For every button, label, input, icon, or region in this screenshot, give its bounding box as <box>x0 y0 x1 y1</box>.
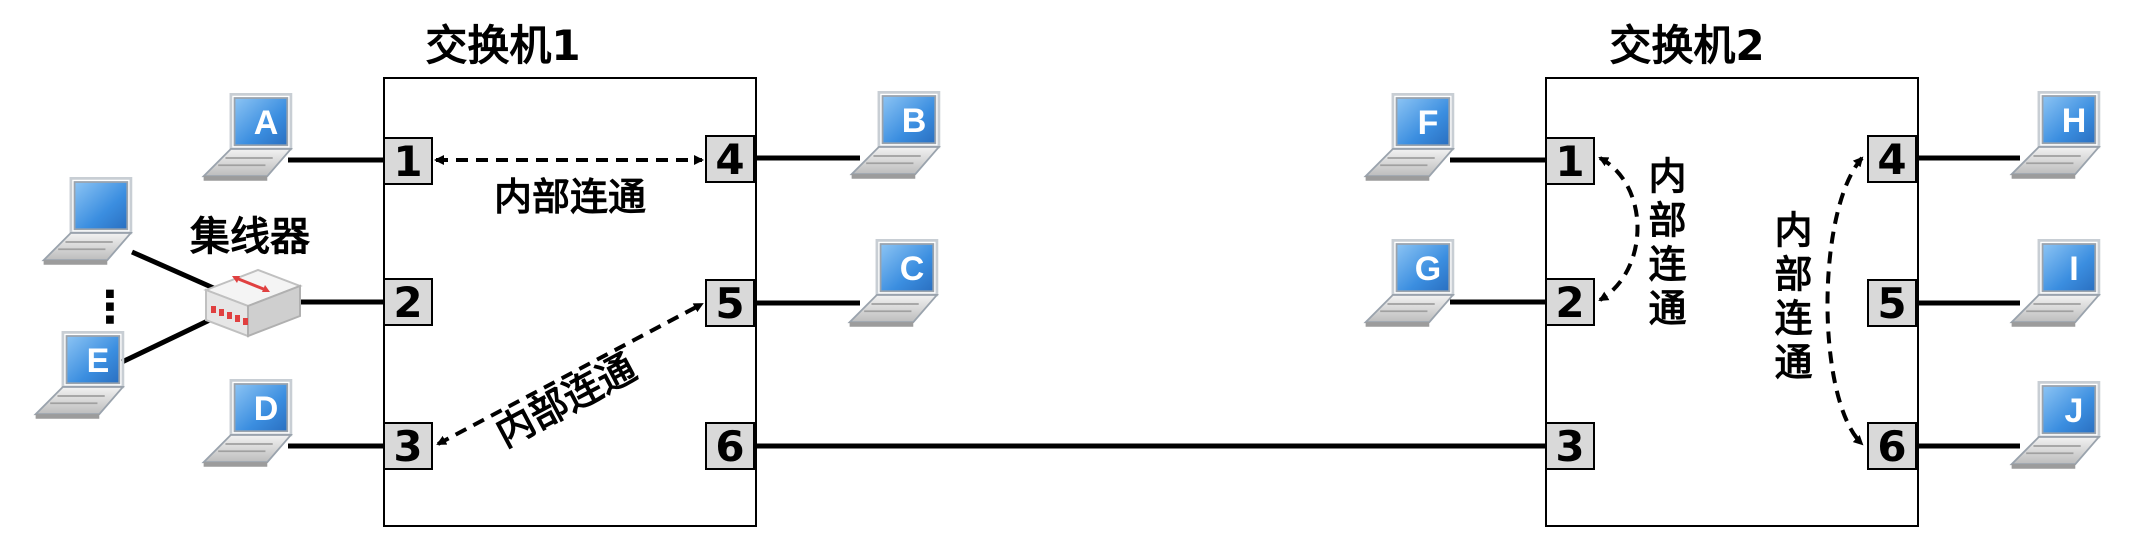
svg-text:B: B <box>902 102 927 140</box>
svg-text:5: 5 <box>1877 279 1906 328</box>
switch2-port-5: 5 <box>1867 279 1917 328</box>
svg-text:2: 2 <box>1555 278 1584 327</box>
computer-i: I <box>2010 238 2101 329</box>
svg-text:J: J <box>2065 392 2084 430</box>
switch1-internal-link-3-5 <box>436 302 704 446</box>
switch1-internal-link-1-4-label: 内部连通 <box>494 175 646 219</box>
svg-text:1: 1 <box>393 137 422 186</box>
computer-b: B <box>850 90 941 181</box>
switch2-port-2: 2 <box>1545 278 1595 327</box>
switch2-title: 交换机2 <box>1609 21 1764 70</box>
switch1-title: 交换机1 <box>425 21 580 70</box>
computer-a: A <box>202 92 293 183</box>
svg-text:E: E <box>87 342 110 380</box>
switch2-internal-link-1-2-label: 内部连通 <box>1642 156 1686 332</box>
switch2-port-1: 1 <box>1545 137 1595 186</box>
switch1-port-6: 6 <box>705 422 755 471</box>
switch2-box <box>1545 77 1919 527</box>
svg-text:内部连通: 内部连通 <box>1768 210 1812 386</box>
switch2-internal-link-4-6 <box>1825 156 1864 446</box>
svg-text:4: 4 <box>715 135 744 184</box>
svg-text:D: D <box>254 390 279 428</box>
computer-h: H <box>2010 90 2101 181</box>
switch1-port-4: 4 <box>705 135 755 184</box>
svg-text:6: 6 <box>1877 422 1906 471</box>
svg-text:H: H <box>2062 102 2087 140</box>
hub-label: 集线器 <box>189 214 311 260</box>
switch1-port-5: 5 <box>705 279 755 328</box>
computer-extra <box>42 176 133 267</box>
svg-text:内部连通: 内部连通 <box>1642 156 1686 332</box>
computer-j: J <box>2010 380 2101 471</box>
computer-c: C <box>848 238 939 329</box>
svg-text:4: 4 <box>1877 135 1906 184</box>
computer-e: E <box>34 330 125 421</box>
svg-text:I: I <box>2069 250 2078 288</box>
svg-text:F: F <box>1418 104 1439 142</box>
svg-text:6: 6 <box>715 422 744 471</box>
svg-text:3: 3 <box>393 422 422 471</box>
svg-text:5: 5 <box>715 279 744 328</box>
svg-text:C: C <box>900 250 925 288</box>
svg-text:1: 1 <box>1555 137 1584 186</box>
computer-d: D <box>202 378 293 469</box>
switch1-port-1: 1 <box>383 137 433 186</box>
wire-pc-e1-hub <box>130 249 220 293</box>
computer-g: G <box>1364 238 1455 329</box>
wire-e-hub <box>120 313 220 365</box>
switch2-internal-link-1-2 <box>1598 156 1640 302</box>
switch2-port-4: 4 <box>1867 135 1917 184</box>
switch2-internal-link-4-6-label: 内部连通 <box>1768 210 1812 386</box>
svg-text:3: 3 <box>1555 422 1584 471</box>
switch1-port-3: 3 <box>383 422 433 471</box>
switch2-port-3: 3 <box>1545 422 1595 471</box>
hub-device <box>203 268 303 338</box>
switch1-box <box>383 77 757 527</box>
svg-text:G: G <box>1415 250 1441 288</box>
svg-text:A: A <box>254 104 279 142</box>
switch2-port-6: 6 <box>1867 422 1917 471</box>
hub-ellipsis: ⋮ <box>88 282 132 333</box>
switch1-port-2: 2 <box>383 278 433 327</box>
computer-f: F <box>1364 92 1455 183</box>
svg-text:2: 2 <box>393 278 422 327</box>
